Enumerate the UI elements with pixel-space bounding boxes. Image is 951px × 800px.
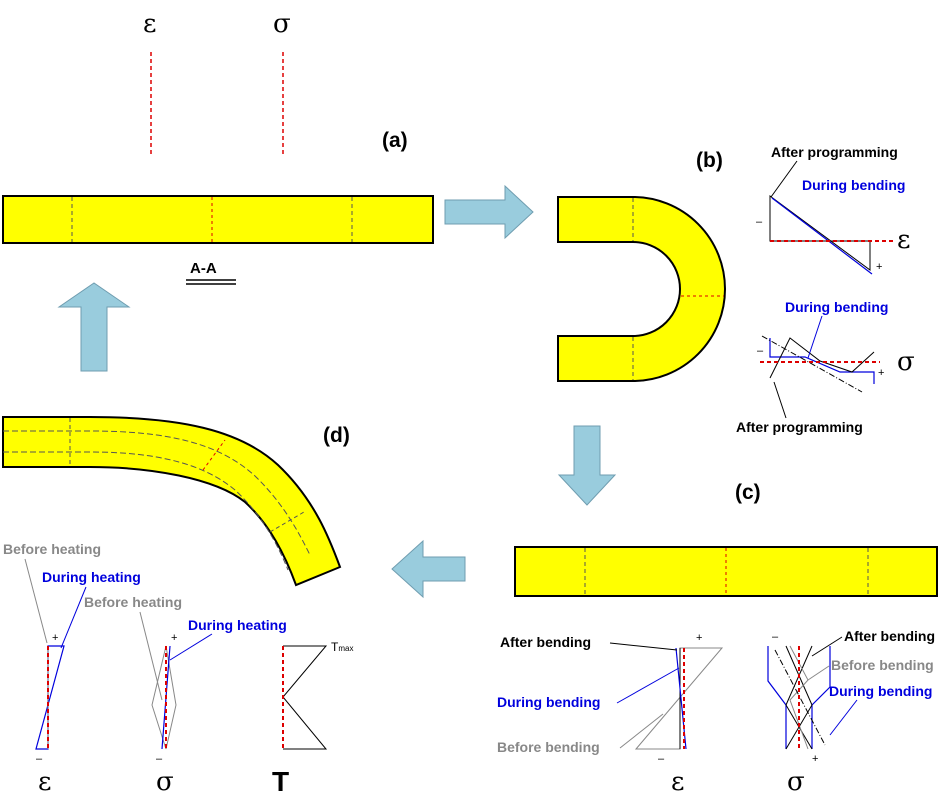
sigma-symbol: σ — [273, 9, 291, 39]
arrow-right-icon — [444, 184, 534, 240]
panel-a: ε σ (a) A-A — [2, 9, 434, 285]
c-after-bending-right: After bending — [844, 628, 935, 644]
d-during-heating-2: During heating — [188, 617, 287, 633]
panel-label-a: (a) — [382, 129, 408, 152]
stress-profile-during — [769, 338, 875, 384]
straight-bar — [2, 195, 434, 244]
d-before-heating-1: Before heating — [3, 541, 101, 557]
d-during-heating-1: During heating — [42, 569, 141, 585]
d-temperature-profile — [282, 645, 328, 750]
d-epsilon-symbol: ε — [38, 767, 51, 797]
d-temperature-symbol: T — [272, 766, 289, 797]
svg-text:–: – — [772, 631, 779, 643]
c-before-bending-left: Before bending — [497, 739, 600, 755]
svg-text:+: + — [812, 753, 818, 765]
panel-b: (b) – + ε After programming During bendi… — [557, 144, 915, 435]
c-stress-after — [785, 645, 813, 750]
panel-label-c: (c) — [735, 481, 761, 504]
panel-c: (c) + – ε After bending During bending B… — [497, 481, 938, 797]
b-sigma-symbol: σ — [897, 347, 915, 377]
d-sigma-symbol: σ — [156, 767, 174, 797]
d-stress-before — [151, 645, 167, 750]
c-during-bending-left: During bending — [497, 694, 600, 710]
panel-label-d: (d) — [323, 424, 350, 447]
d-strain-during — [35, 645, 65, 750]
svg-text:+: + — [171, 632, 177, 644]
svg-text:+: + — [52, 632, 58, 644]
c-after-bending-left: After bending — [500, 634, 591, 650]
svg-text:+: + — [878, 367, 884, 379]
strain-profile-during — [771, 197, 873, 275]
epsilon-symbol: ε — [143, 9, 156, 39]
arrow-down-icon — [557, 425, 617, 506]
svg-text:+: + — [696, 632, 702, 644]
c-stress-during — [767, 646, 787, 749]
svg-text:–: – — [756, 216, 763, 228]
tmax-label: Tmax — [331, 640, 353, 654]
d-before-heating-2: Before heating — [84, 594, 182, 610]
c-before-bending-right: Before bending — [831, 657, 934, 673]
flow-arrows — [57, 184, 617, 599]
panel-d: (d) + – ε Before heating During heating … — [2, 416, 353, 797]
c-epsilon-symbol: ε — [671, 767, 684, 797]
u-bent-bar — [557, 196, 726, 382]
b-after-programming-top: After programming — [771, 144, 898, 160]
c-strain-before — [634, 647, 724, 750]
svg-text:–: – — [757, 345, 764, 357]
svg-text:–: – — [658, 753, 665, 765]
c-sigma-symbol: σ — [787, 767, 805, 797]
svg-text:–: – — [156, 753, 163, 765]
arrow-up-icon — [57, 282, 131, 372]
arrow-left-icon — [391, 539, 466, 599]
b-after-programming-bottom: After programming — [736, 419, 863, 435]
svg-text:+: + — [876, 261, 882, 273]
section-label: A-A — [190, 260, 217, 277]
strain-profile-after — [769, 195, 871, 271]
b-during-bending-top: During bending — [802, 177, 905, 193]
b-epsilon-symbol: ε — [897, 225, 910, 255]
c-during-bending-right: During bending — [829, 683, 932, 699]
svg-text:–: – — [36, 753, 43, 765]
partially-recovered-bar — [2, 416, 342, 587]
panel-label-b: (b) — [696, 149, 723, 172]
b-during-bending-bottom: During bending — [785, 299, 888, 315]
